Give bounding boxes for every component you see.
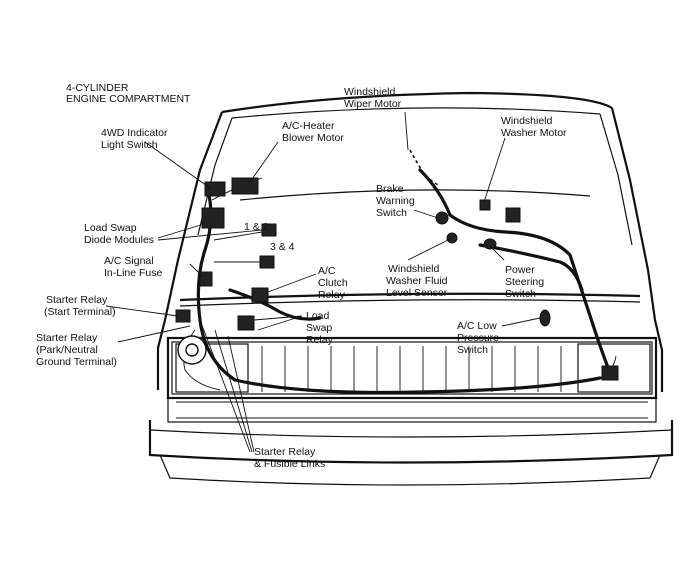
in-line-fuse bbox=[199, 271, 213, 287]
callout-ac-heater-line-1: A/C-Heater bbox=[282, 120, 335, 132]
callout-ac-low-pressure-line-3: Switch bbox=[457, 344, 488, 356]
callout-4wd-indicator-line-1: 4WD Indicator bbox=[101, 127, 168, 139]
callout-wiper-motor-line-2: Wiper Motor bbox=[344, 98, 402, 110]
callout-starter-fusible-line-1: Starter Relay bbox=[254, 446, 316, 458]
callout-load-swap-relay-line-3: Relay bbox=[306, 334, 334, 346]
callout-brake-warning-line-3: Switch bbox=[376, 207, 407, 219]
callout-brake-warning-line-1: Brake bbox=[376, 183, 404, 195]
callout-load-swap-relay-line-2: Swap bbox=[306, 322, 332, 334]
brake-warning-part bbox=[435, 211, 449, 225]
power-steering-part bbox=[483, 238, 497, 250]
callout-starter-ground-line-2: (Park/Neutral bbox=[36, 344, 98, 356]
callout-washer-motor-line-2: Washer Motor bbox=[501, 127, 567, 139]
callout-ac-signal-line-1: A/C Signal bbox=[104, 255, 154, 267]
callout-ac-low-pressure: A/C Low Pressure Switch bbox=[457, 320, 499, 356]
callout-ac-heater: A/C-Heater Blower Motor bbox=[282, 120, 344, 144]
diode-module-3-4 bbox=[259, 255, 275, 269]
callout-washer-motor: Windshield Washer Motor bbox=[501, 115, 567, 139]
vehicle-body bbox=[148, 91, 674, 486]
leader-lines bbox=[105, 111, 541, 453]
battery-terminal-inner bbox=[185, 343, 199, 357]
blower-motor-connector bbox=[231, 177, 259, 195]
ac-clutch-relay-part bbox=[251, 287, 269, 303]
callout-load-swap-relay-line-1: Load bbox=[306, 310, 330, 322]
callout-starter-start-line-1: Starter Relay bbox=[46, 294, 108, 306]
components bbox=[175, 177, 619, 381]
callout-ac-signal: A/C Signal In-Line Fuse bbox=[104, 255, 163, 279]
callout-wiper-motor-line-1: Windshield bbox=[344, 86, 396, 98]
starter-relay-part bbox=[175, 309, 191, 323]
ac-low-pressure-part bbox=[539, 309, 551, 327]
callout-starter-ground-line-3: Ground Terminal) bbox=[36, 356, 117, 368]
callout-load-swap-diode-line-1: Load Swap bbox=[84, 222, 137, 234]
callout-load-swap-diode-line-2: Diode Modules bbox=[84, 234, 154, 246]
callout-washer-fluid-line-2: Washer Fluid bbox=[386, 275, 448, 287]
callout-ac-low-pressure-line-1: A/C Low bbox=[457, 320, 497, 332]
callout-diode-3-4: 3 & 4 bbox=[270, 241, 295, 253]
callout-starter-start-line-2: (Start Terminal) bbox=[44, 306, 116, 318]
callout-ac-low-pressure-line-2: Pressure bbox=[457, 332, 499, 344]
callout-washer-fluid-line-3: Level Sensor bbox=[386, 287, 448, 299]
figure-title-line-2: ENGINE COMPARTMENT bbox=[66, 93, 191, 105]
callout-power-steering-line-2: Steering bbox=[505, 276, 544, 288]
callout-ac-clutch-line-3: Relay bbox=[318, 289, 346, 301]
callout-power-steering-line-3: Switch bbox=[505, 288, 536, 300]
washer-connector bbox=[479, 199, 491, 211]
callout-load-swap-diode: Load Swap Diode Modules bbox=[84, 222, 154, 246]
callout-brake-warning-line-2: Warning bbox=[376, 195, 415, 207]
wd-indicator-switch bbox=[204, 181, 226, 197]
figure-title-line-1: 4-CYLINDER bbox=[66, 82, 129, 94]
callout-load-swap-relay: Load Swap Relay bbox=[306, 310, 334, 346]
callout-diode-numbers: 1 & 2 3 & 4 bbox=[244, 221, 295, 253]
diode-module-block bbox=[201, 207, 225, 229]
callout-brake-warning: Brake Warning Switch bbox=[376, 183, 415, 219]
callout-washer-motor-line-1: Windshield bbox=[501, 115, 553, 127]
callout-washer-fluid: Windshield Washer Fluid Level Sensor bbox=[386, 263, 448, 299]
callout-diode-1-2: 1 & 2 bbox=[244, 221, 269, 233]
callout-starter-fusible-line-2: & Fusible Links bbox=[254, 458, 325, 470]
callout-starter-start: Starter Relay (Start Terminal) bbox=[44, 294, 116, 318]
washer-motor-part bbox=[505, 207, 521, 223]
callout-4wd-indicator: 4WD Indicator Light Switch bbox=[101, 127, 168, 151]
callout-power-steering-line-1: Power bbox=[505, 264, 535, 276]
callout-ac-clutch-line-1: A/C bbox=[318, 265, 336, 277]
callout-4wd-indicator-line-2: Light Switch bbox=[101, 139, 158, 151]
callout-wiper-motor: Windshield Wiper Motor bbox=[344, 86, 402, 110]
callout-ac-signal-line-2: In-Line Fuse bbox=[104, 267, 163, 279]
harness-connector-right bbox=[601, 365, 619, 381]
callout-ac-clutch: A/C Clutch Relay bbox=[318, 265, 348, 301]
load-swap-relay-part bbox=[237, 315, 255, 331]
callout-power-steering: Power Steering Switch bbox=[505, 264, 544, 300]
callout-ac-heater-line-2: Blower Motor bbox=[282, 132, 344, 144]
callout-starter-ground: Starter Relay (Park/Neutral Ground Termi… bbox=[36, 332, 117, 368]
callout-ac-clutch-line-2: Clutch bbox=[318, 277, 348, 289]
callout-starter-ground-line-1: Starter Relay bbox=[36, 332, 98, 344]
callout-washer-fluid-line-1: Windshield bbox=[388, 263, 440, 275]
callout-starter-fusible: Starter Relay & Fusible Links bbox=[254, 446, 325, 470]
